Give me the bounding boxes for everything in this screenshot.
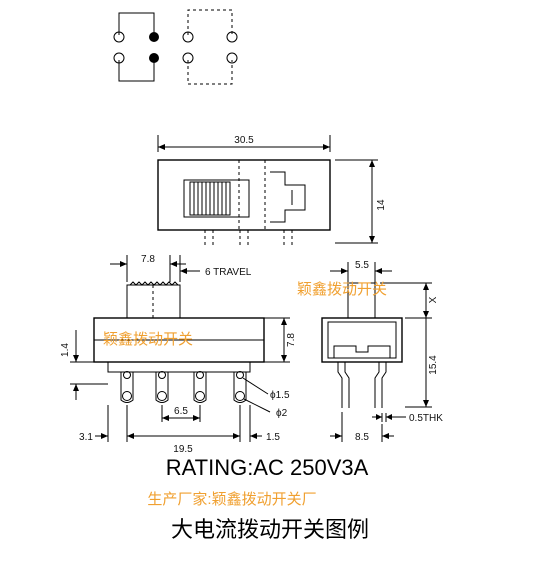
- contact-active: [149, 32, 159, 42]
- contact: [226, 31, 238, 43]
- dim-side-x: X: [428, 296, 439, 303]
- schematic: [113, 9, 238, 85]
- contact: [226, 52, 238, 64]
- dim-hole-1: ϕ1.5: [270, 390, 290, 401]
- dim-side-width: 8.5: [355, 432, 369, 443]
- watermark-1: 颖鑫拨动开关: [297, 280, 387, 298]
- contact: [113, 52, 125, 64]
- dim-height-total: 14: [376, 199, 387, 211]
- front-view: 7.8 6 TRAVEL 7.8 1.4: [60, 254, 297, 455]
- dim-actuator-width: 5.5: [355, 260, 369, 271]
- dim-thickness: 0.5THK: [409, 413, 443, 424]
- dim-pin-pitch: 6.5: [174, 406, 188, 417]
- contact-active: [149, 53, 159, 63]
- watermark-2: 颖鑫拨动开关: [103, 330, 193, 348]
- dim-width-total: 30.5: [234, 135, 254, 146]
- manufacturer-label: 生产厂家:颖鑫拨动开关厂: [147, 490, 316, 508]
- dim-pitch-actuator: 7.8: [141, 254, 155, 265]
- dim-side-height: 15.4: [428, 355, 439, 375]
- dim-hole-2: ϕ2: [276, 408, 288, 419]
- contact: [182, 52, 194, 64]
- contact: [182, 31, 194, 43]
- contact: [113, 31, 125, 43]
- dim-edge-right: 1.5: [266, 432, 280, 443]
- side-view: 5.5 X 15.4 0.5THK: [321, 260, 443, 443]
- rating-label: RATING:AC 250V3A: [166, 455, 369, 480]
- dim-body-height: 7.8: [286, 333, 297, 347]
- pins: [120, 371, 247, 403]
- caption-title: 大电流拨动开关图例: [171, 518, 369, 543]
- dim-pin-span: 19.5: [173, 444, 193, 455]
- top-view: 30.5: [157, 135, 387, 246]
- dim-edge-left: 3.1: [79, 432, 93, 443]
- dim-travel: 6 TRAVEL: [205, 267, 252, 278]
- dim-left-offset: 1.4: [60, 343, 71, 357]
- knurl-lines: [193, 182, 227, 215]
